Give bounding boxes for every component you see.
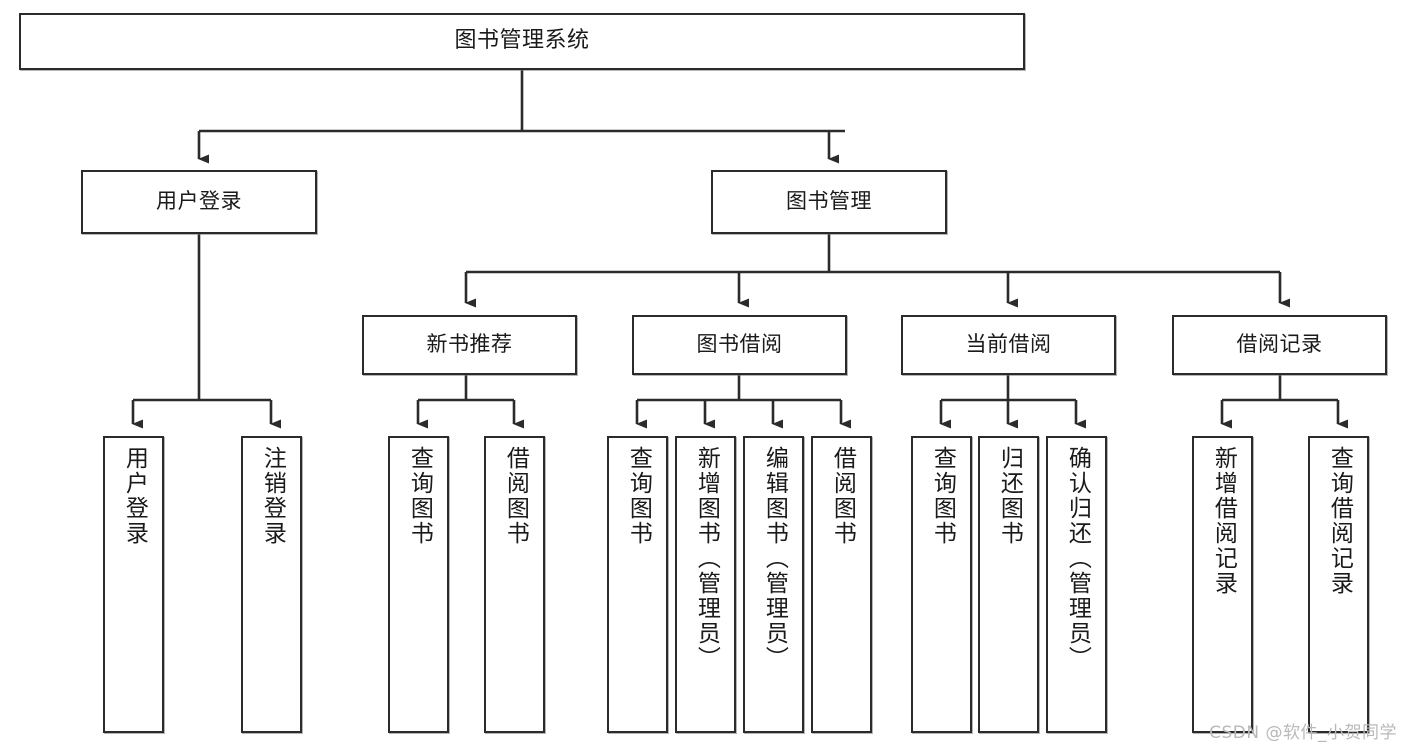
csdn-watermark: CSDN @软件_小贺同学 — [1209, 723, 1397, 743]
node-label: 查询图书 — [625, 446, 652, 546]
node-label: 当前借阅 — [965, 332, 1052, 357]
node-leaf-edit-book[interactable]: 编辑图书（管理员） — [743, 436, 804, 733]
node-label: 图书管理 — [786, 189, 872, 214]
node-leaf-add-book[interactable]: 新增图书（管理员） — [675, 436, 736, 733]
node-label: 新增借阅记录 — [1210, 446, 1237, 596]
node-root-system[interactable]: 图书管理系统 — [19, 13, 1025, 70]
node-book-borrow[interactable]: 图书借阅 — [632, 315, 847, 375]
node-label: 查询图书 — [406, 446, 433, 546]
node-new-book-recommend[interactable]: 新书推荐 — [362, 315, 577, 375]
node-user-login[interactable]: 用户登录 — [81, 170, 317, 234]
node-leaf-query-book-3[interactable]: 查询图书 — [911, 436, 972, 733]
node-label: 用户登录 — [121, 446, 148, 546]
node-leaf-query-book-2[interactable]: 查询图书 — [607, 436, 668, 733]
node-leaf-confirm-return[interactable]: 确认归还（管理员） — [1046, 436, 1107, 733]
node-label: 查询借阅记录 — [1326, 446, 1353, 596]
node-label: 确认归还（管理员） — [1064, 446, 1091, 671]
node-leaf-borrow-book-1[interactable]: 借阅图书 — [484, 436, 545, 733]
node-book-manage[interactable]: 图书管理 — [711, 170, 947, 234]
node-label: 图书借阅 — [696, 332, 783, 357]
node-label: 注销登录 — [259, 446, 286, 546]
node-label: 图书管理系统 — [454, 28, 590, 54]
node-borrow-record[interactable]: 借阅记录 — [1172, 315, 1387, 375]
node-label: 查询图书 — [929, 446, 956, 546]
node-leaf-add-record[interactable]: 新增借阅记录 — [1192, 436, 1253, 733]
node-leaf-query-book-1[interactable]: 查询图书 — [388, 436, 449, 733]
node-label: 编辑图书（管理员） — [761, 446, 788, 671]
node-label: 借阅图书 — [829, 446, 856, 546]
node-label: 新书推荐 — [426, 332, 513, 357]
node-leaf-return-book[interactable]: 归还图书 — [978, 436, 1039, 733]
node-leaf-user-logout[interactable]: 注销登录 — [241, 436, 302, 733]
node-leaf-borrow-book-2[interactable]: 借阅图书 — [811, 436, 872, 733]
node-label: 用户登录 — [156, 189, 242, 214]
node-leaf-query-record[interactable]: 查询借阅记录 — [1308, 436, 1369, 733]
node-leaf-user-login[interactable]: 用户登录 — [103, 436, 164, 733]
node-label: 借阅图书 — [502, 446, 529, 546]
node-label: 归还图书 — [996, 446, 1023, 546]
node-label: 新增图书（管理员） — [693, 446, 720, 671]
node-current-borrow[interactable]: 当前借阅 — [901, 315, 1116, 375]
node-label: 借阅记录 — [1236, 332, 1323, 357]
